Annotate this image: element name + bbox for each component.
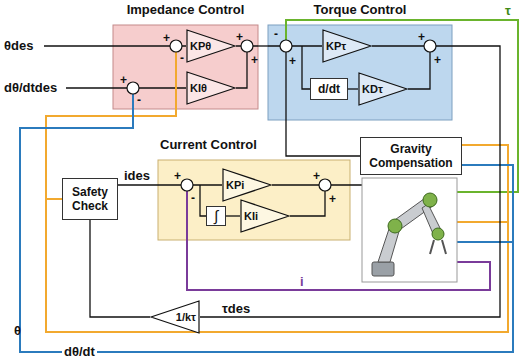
position-feedback-wire: [46, 52, 508, 332]
signal-name: τ: [505, 3, 511, 18]
signal-connector: [226, 215, 240, 216]
sum-junction: [181, 179, 193, 191]
sum-junction: [127, 82, 139, 94]
block-label: KPi: [226, 179, 244, 191]
sign-mark: -: [274, 28, 278, 40]
gain-outline: [151, 301, 199, 333]
sign-mark: +: [329, 193, 336, 205]
gain-outline: [187, 30, 235, 62]
gain-outline: [223, 169, 271, 201]
block-label: KIi: [244, 210, 258, 222]
block-label: KIθ: [190, 82, 207, 94]
block-label: KDτ: [362, 83, 383, 95]
gain-block: KPθ: [186, 29, 236, 63]
wire: [66, 87, 127, 88]
gain-outline: [323, 30, 371, 62]
group-title: Impedance Control: [113, 2, 258, 17]
signal-connector: [286, 120, 360, 156]
process-box: ∫: [206, 206, 226, 226]
sign-mark: -: [180, 52, 184, 64]
block-label: Safety Check: [67, 185, 113, 213]
signal-name: τdes: [222, 301, 250, 316]
signal-connector: [118, 184, 158, 185]
signal-connector: [90, 220, 150, 317]
gain-block: KIi: [240, 199, 290, 233]
gain-block: KPτ: [322, 29, 372, 63]
control-group: Current ControlKPi∫KIi: [158, 160, 350, 240]
robot-arm-illustration: [362, 178, 457, 282]
signal-connector: [200, 46, 500, 317]
sum-junction: [280, 40, 292, 52]
signal-connector: [348, 88, 358, 89]
process-box: d/dt: [310, 78, 348, 100]
sign-mark: +: [434, 54, 441, 66]
signal-name: dθ/dtdes: [4, 80, 57, 95]
sum-junction: [319, 179, 331, 191]
block-label: Gravity Compensation: [365, 142, 457, 170]
group-panel: [113, 25, 258, 109]
robot-gripper: [430, 240, 446, 254]
gain-outline: [241, 200, 289, 232]
process-box: Safety Check: [62, 178, 118, 220]
gain-block: KIθ: [186, 71, 236, 105]
sign-mark: +: [251, 54, 258, 66]
wire: [44, 45, 170, 46]
sign-mark: +: [289, 55, 296, 67]
sign-mark: +: [418, 31, 425, 43]
sign-mark: +: [120, 74, 127, 86]
connectors: [90, 46, 500, 317]
block-label: 1/kτ: [176, 311, 196, 323]
sign-mark: +: [236, 31, 243, 43]
sign-mark: +: [174, 170, 181, 182]
sign-mark: -: [191, 192, 195, 204]
gain-block: 1/kτ: [150, 300, 200, 334]
block-label: KPθ: [190, 40, 211, 52]
gain-outline: [187, 72, 235, 104]
gain-block: KDτ: [358, 72, 408, 106]
signal-name: ides: [124, 168, 150, 183]
group-title: Current Control: [160, 137, 350, 152]
signal-name: θ: [14, 323, 21, 338]
process-box: Gravity Compensation: [360, 137, 462, 175]
robot-joint: [423, 193, 437, 207]
group-panel: [268, 25, 452, 120]
gain-block: KPi: [222, 168, 272, 202]
sum-junction: [424, 40, 436, 52]
block-label: ∫: [214, 209, 218, 223]
group-title: Torque Control: [268, 2, 452, 17]
sum-junction: [170, 40, 182, 52]
signal-name: θdes: [4, 38, 33, 53]
robot-frame: [362, 178, 457, 282]
gain-outline: [359, 73, 407, 105]
robot-joint: [388, 219, 402, 233]
signal-name: i: [300, 274, 304, 289]
robot-joint: [432, 228, 444, 240]
signal-name: dθ/dt: [62, 344, 97, 359]
block-label: d/dt: [318, 82, 340, 96]
sign-mark: +: [163, 32, 170, 44]
sign-mark: -: [137, 94, 141, 106]
velocity-feedback-wire: [20, 94, 513, 352]
wire: [268, 46, 452, 120]
signal-connector: [258, 45, 268, 46]
sign-mark: +: [313, 170, 320, 182]
robot-base: [372, 262, 394, 276]
block-label: KPτ: [326, 40, 346, 52]
